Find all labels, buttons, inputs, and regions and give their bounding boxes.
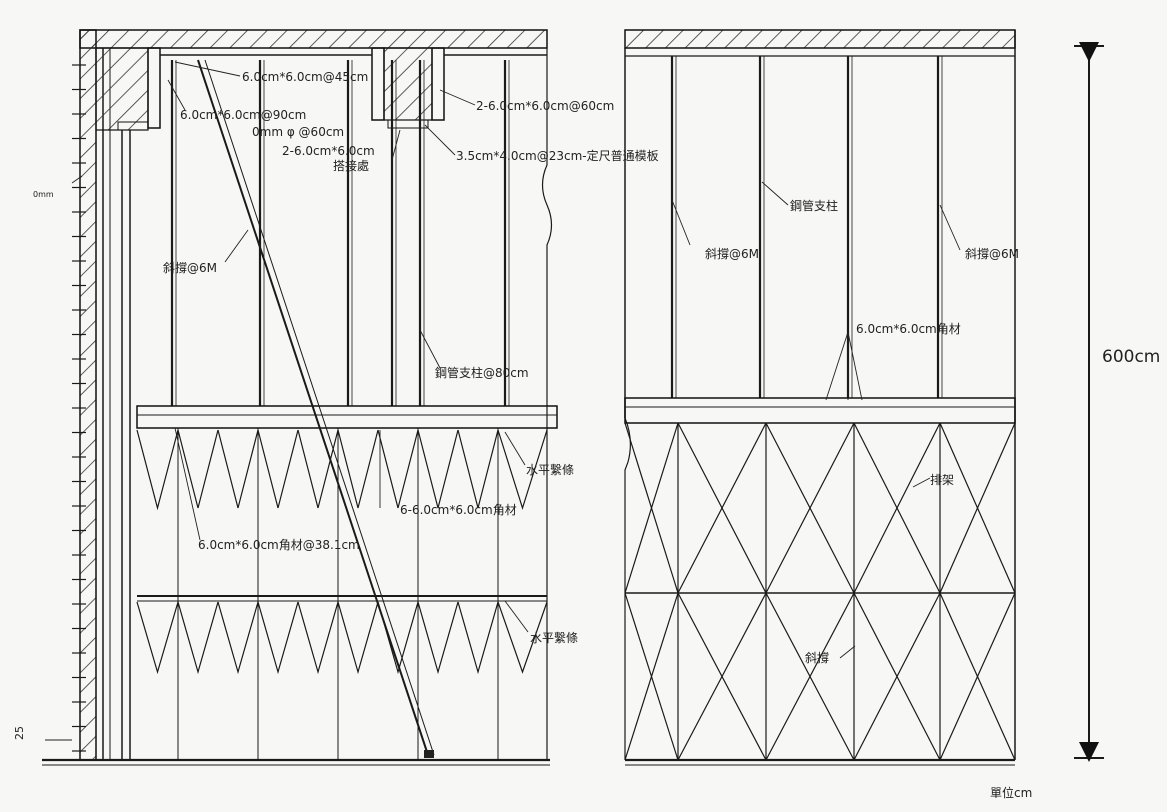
- label-wood-90: 6.0cm*6.0cm@90cm: [180, 108, 306, 122]
- right-x-brace: [853, 592, 941, 761]
- left-v-brace: [257, 429, 299, 509]
- label-right-brace-bottom: 斜撐: [805, 651, 829, 665]
- label-brace-6m: 斜撐@6M: [163, 261, 217, 275]
- height-dimension: 600cm: [1074, 42, 1160, 762]
- left-v-brace: [377, 429, 419, 509]
- left-v-brace: [417, 601, 459, 675]
- left-v-brace: [497, 429, 548, 511]
- label-angle-6: 6-6.0cm*6.0cm角材: [400, 503, 517, 517]
- right-x-brace: [765, 592, 855, 761]
- left-v-brace: [457, 429, 499, 509]
- label-base-25: 25: [13, 726, 26, 740]
- label-steel-pipe-80: 鋼管支柱@80cm: [435, 365, 529, 380]
- label-joint: 搭接處: [333, 158, 369, 173]
- label-right-brace-right: 斜撐@6M: [965, 247, 1019, 261]
- left-v-brace: [297, 601, 339, 675]
- right-x-brace: [853, 422, 941, 594]
- dimension-label: 600cm: [1102, 347, 1160, 367]
- label-tie-upper: 水平繫條: [526, 462, 574, 477]
- right-x-brace: [939, 422, 1016, 594]
- right-elevation: 斜撐@6M 鋼管支柱 斜撐@6M 6.0cm*6.0cm角材 排架 斜撐: [624, 29, 1019, 766]
- label-right-steel-pipe: 鋼管支柱: [790, 198, 838, 213]
- label-wall-mark: 0mm: [33, 190, 54, 199]
- left-v-brace: [457, 601, 499, 675]
- left-v-brace: [337, 429, 379, 509]
- label-wood-45: 6.0cm*6.0cm@45cm: [242, 70, 368, 84]
- beam-box-right: [431, 47, 445, 121]
- label-tie-lower: 水平繫條: [530, 630, 578, 645]
- label-right-frame: 排架: [930, 473, 954, 487]
- left-v-brace: [136, 429, 179, 511]
- left-v-brace: [177, 601, 219, 675]
- left-v-brace: [136, 601, 179, 675]
- right-x-brace: [765, 422, 855, 594]
- label-wood-2x60: 2-6.0cm*6.0cm@60cm: [476, 99, 614, 113]
- right-x-brace: [677, 592, 767, 761]
- label-wood-2x: 2-6.0cm*6.0cm: [282, 144, 375, 158]
- unit-label: 單位cm: [990, 785, 1032, 800]
- label-right-brace-left: 斜撐@6M: [705, 247, 759, 261]
- label-right-angle: 6.0cm*6.0cm角材: [856, 322, 961, 336]
- right-x-brace: [677, 422, 767, 594]
- left-v-brace: [337, 601, 379, 675]
- beam-box-mid: [371, 47, 385, 121]
- left-v-brace: [417, 429, 459, 509]
- right-x-brace: [624, 422, 679, 594]
- label-angle-38: 6.0cm*6.0cm角材@38.1cm: [198, 538, 360, 552]
- label-bolt: 0mm φ @60cm: [252, 125, 344, 139]
- left-v-brace: [217, 429, 259, 509]
- right-x-brace: [939, 592, 1016, 761]
- label-formwork: 3.5cm*4.0cm@23cm-定尺普通模板: [456, 148, 659, 163]
- left-v-brace: [257, 601, 299, 675]
- left-slab: [79, 29, 548, 49]
- right-ledger: [624, 397, 1016, 424]
- left-beam-block: [95, 47, 149, 131]
- left-v-brace: [177, 429, 219, 509]
- right-x-brace: [624, 592, 679, 761]
- left-v-brace: [497, 601, 548, 674]
- left-elevation: 6.0cm*6.0cm@45cm 6.0cm*6.0cm@90cm 2-6.0c…: [13, 29, 659, 766]
- left-v-brace: [297, 429, 339, 509]
- left-ledger: [136, 405, 558, 429]
- long-diagonal-brace: [197, 59, 429, 756]
- left-wall: [79, 29, 97, 761]
- beam-box-left: [147, 47, 161, 129]
- left-v-brace: [217, 601, 259, 675]
- right-slab: [624, 29, 1016, 49]
